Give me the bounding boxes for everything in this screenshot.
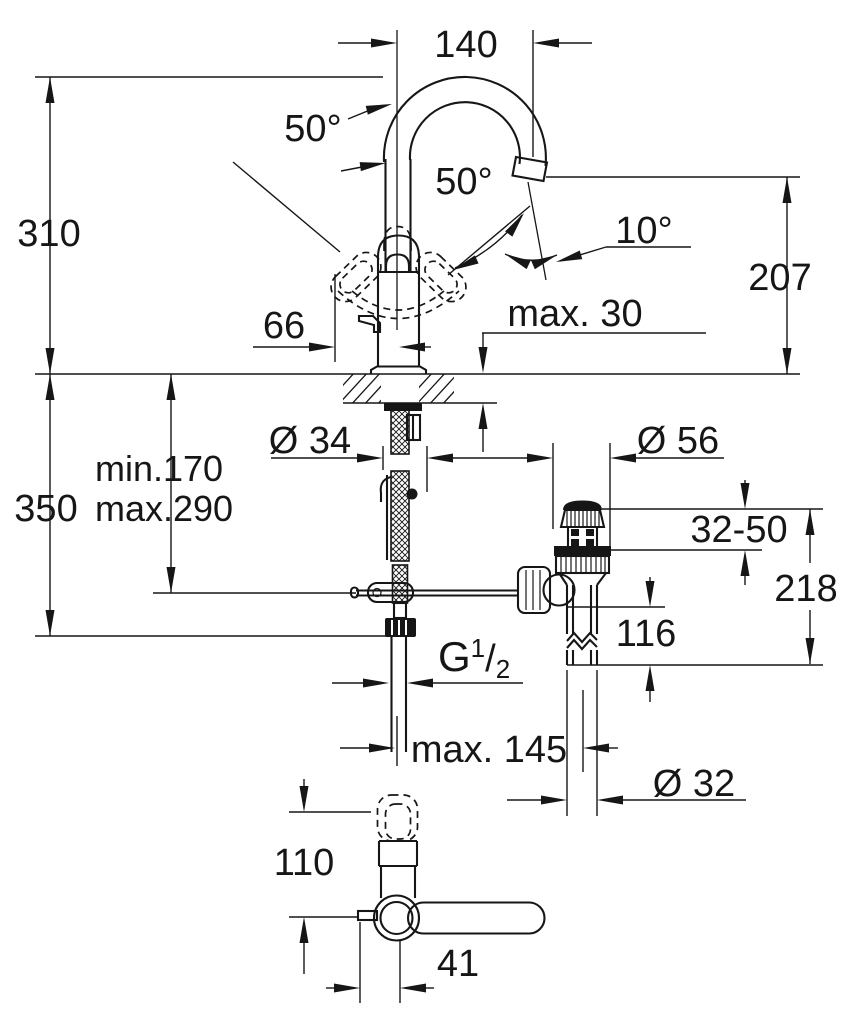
label-stream-angle: 10° bbox=[615, 210, 672, 252]
label-height-above-deck: 310 bbox=[17, 213, 80, 255]
handle-hub bbox=[372, 894, 421, 942]
label-front-view-offset: 41 bbox=[437, 943, 479, 985]
label-spout-angle-left: 50° bbox=[284, 108, 341, 150]
label-front-view-height: 110 bbox=[274, 842, 335, 884]
angle-annotations bbox=[232, 104, 691, 276]
aerator bbox=[511, 155, 549, 183]
label-deck-thickness: max. 30 bbox=[507, 293, 642, 335]
lever-front bbox=[406, 901, 546, 935]
lever-pin bbox=[356, 909, 379, 922]
mounting-deck bbox=[343, 374, 454, 404]
label-outlet-height: 207 bbox=[748, 257, 811, 299]
rod-clip bbox=[379, 475, 392, 502]
label-basin-clamp-range: 32-50 bbox=[690, 509, 787, 551]
dimension-labels: 140 50° 50° 10° 310 207 max. 30 66 Ø 34 … bbox=[14, 24, 837, 985]
pop-up-waste bbox=[516, 500, 611, 665]
label-rod-max: max.290 bbox=[95, 488, 233, 529]
dimension-lines bbox=[35, 30, 823, 1003]
label-tailpipe-length: 116 bbox=[616, 613, 677, 655]
waste-rod-knob bbox=[516, 565, 552, 615]
lever-handle bbox=[357, 314, 382, 334]
label-supply-to-waste: max. 145 bbox=[411, 729, 567, 771]
faucet-outline bbox=[330, 75, 549, 374]
base-escutcheon bbox=[369, 365, 428, 374]
label-hole-diameter: Ø 34 bbox=[269, 420, 351, 462]
hose-nut bbox=[385, 618, 416, 637]
waste-plug-cap bbox=[563, 500, 602, 510]
cartridge-dome bbox=[376, 234, 421, 272]
label-waste-height: 218 bbox=[774, 568, 837, 610]
shank-and-hoses bbox=[349, 403, 519, 752]
waste-flange bbox=[554, 546, 611, 556]
handle-swing-dashed bbox=[330, 225, 467, 320]
label-tailpipe-diameter: Ø 32 bbox=[653, 763, 735, 805]
label-waste-flange-diameter: Ø 56 bbox=[637, 420, 719, 462]
front-view bbox=[356, 794, 546, 942]
rod-ball bbox=[406, 488, 418, 500]
spout-outer-arc bbox=[382, 75, 547, 167]
water-stream-line bbox=[527, 181, 547, 281]
label-spout-angle-inner: 50° bbox=[435, 161, 492, 203]
spout-inner-arc bbox=[408, 101, 521, 165]
pop-up-rod bbox=[349, 581, 519, 604]
label-thread-size: G1/2 bbox=[438, 633, 510, 684]
tailpipe bbox=[565, 585, 599, 665]
label-handle-offset: 66 bbox=[263, 305, 305, 347]
label-height-below-deck: 350 bbox=[14, 488, 77, 530]
label-spout-reach: 140 bbox=[434, 24, 497, 66]
mounting-washer bbox=[384, 403, 422, 411]
label-rod-min: min.170 bbox=[95, 448, 223, 489]
